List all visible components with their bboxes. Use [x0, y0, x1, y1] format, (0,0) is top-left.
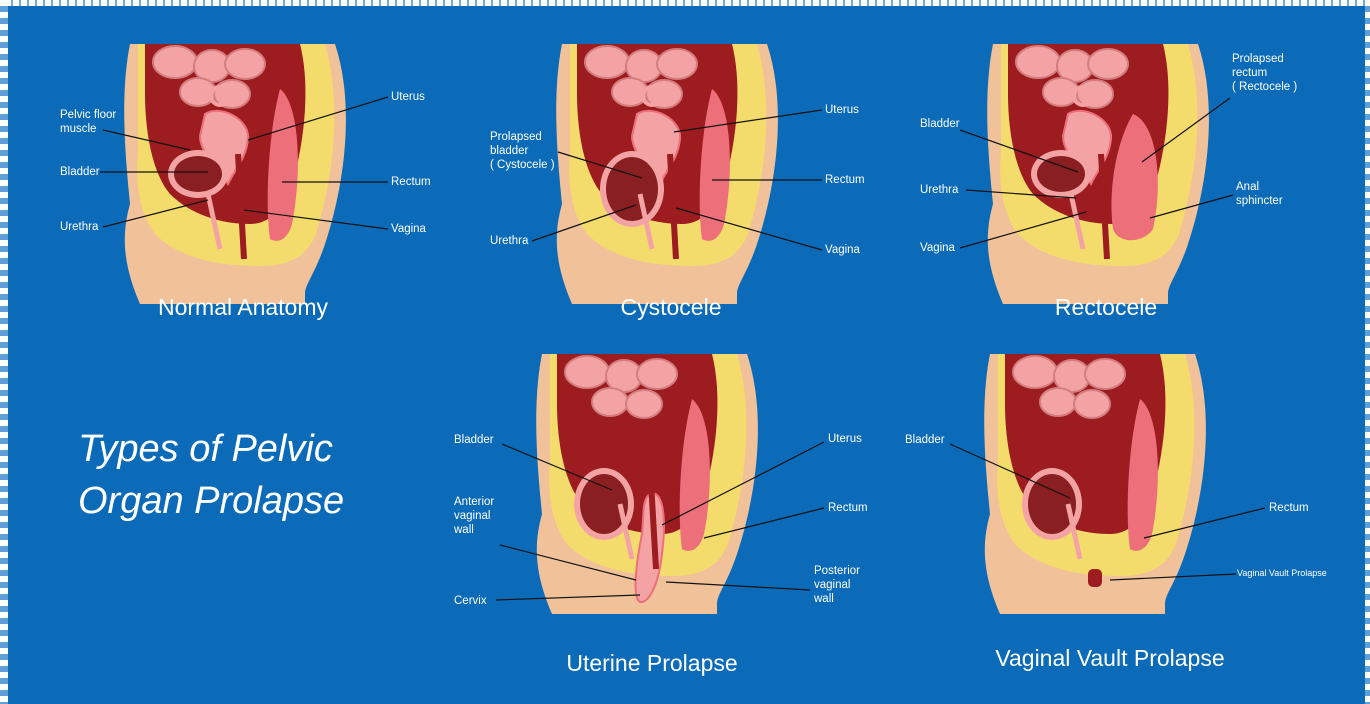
label-rectum: Rectum — [1269, 501, 1309, 515]
label-rectum: Rectum — [828, 501, 868, 515]
label-bladder: Bladder — [454, 433, 494, 447]
label-vagina: Vagina — [391, 222, 426, 236]
panel-normal-anatomy: Pelvic floor muscle Bladder Urethra Uter… — [0, 0, 440, 340]
rectocele-leader-lines — [880, 0, 1365, 340]
panel-vaginal-vault-prolapse: Bladder Rectum Vaginal Vault Prolapse Va… — [880, 350, 1365, 704]
label-rectum: Rectum — [825, 173, 865, 187]
label-bladder: Bladder — [60, 165, 100, 179]
main-title-line-2: Organ Prolapse — [78, 475, 418, 527]
label-cervix: Cervix — [454, 594, 487, 608]
label-anterior-wall: Anterior vaginal wall — [454, 495, 494, 537]
label-urethra: Urethra — [920, 183, 958, 197]
label-uterus: Uterus — [828, 432, 862, 446]
caption-normal-anatomy: Normal Anatomy — [158, 294, 328, 321]
label-bladder: Bladder — [905, 433, 945, 447]
caption-rectocele: Rectocele — [1055, 294, 1157, 321]
panel-rectocele: Bladder Urethra Vagina Prolapsed rectum … — [880, 0, 1365, 340]
panel-uterine-prolapse: Bladder Anterior vaginal wall Cervix Ute… — [440, 350, 880, 704]
label-pelvic-floor: Pelvic floor muscle — [60, 108, 116, 136]
label-urethra: Urethra — [490, 234, 528, 248]
label-vagina: Vagina — [920, 241, 955, 255]
label-prolapsed-bladder: Prolapsed bladder ( Cystocele ) — [490, 130, 555, 172]
caption-vaginal-vault-prolapse: Vaginal Vault Prolapse — [995, 645, 1224, 672]
main-title: Types of Pelvic Organ Prolapse — [78, 423, 418, 527]
main-title-line-1: Types of Pelvic — [78, 423, 418, 475]
label-uterus: Uterus — [391, 90, 425, 104]
label-urethra: Urethra — [60, 220, 98, 234]
caption-cystocele: Cystocele — [621, 294, 722, 321]
label-posterior-wall: Posterior vaginal wall — [814, 564, 860, 606]
label-vaginal-vault: Vaginal Vault Prolapse — [1237, 568, 1327, 579]
label-prolapsed-rectum: Prolapsed rectum ( Rectocele ) — [1232, 52, 1297, 94]
label-uterus: Uterus — [825, 103, 859, 117]
panel-cystocele: Prolapsed bladder ( Cystocele ) Urethra … — [440, 0, 880, 340]
label-anal-sphincter: Anal sphincter — [1236, 180, 1283, 208]
label-bladder: Bladder — [920, 117, 960, 131]
dotted-border-right — [1365, 0, 1370, 704]
label-vagina: Vagina — [825, 243, 860, 257]
label-rectum: Rectum — [391, 175, 431, 189]
caption-uterine-prolapse: Uterine Prolapse — [566, 650, 737, 677]
